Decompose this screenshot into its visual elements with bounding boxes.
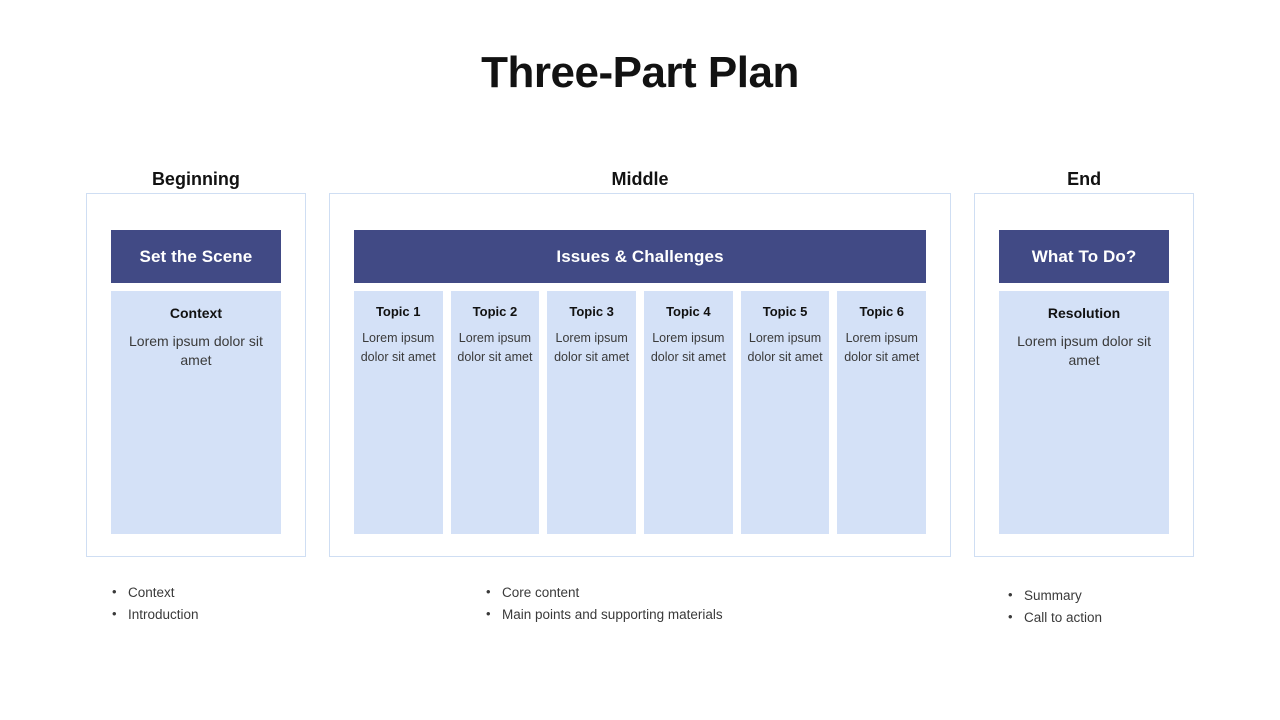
content-panel[interactable]: Topic 1 Lorem ipsum dolor sit amet bbox=[353, 291, 443, 534]
panel-body: Lorem ipsum dolor sit amet bbox=[457, 331, 533, 364]
section-inner-end: What To Do? Resolution Lorem ipsum dolor… bbox=[999, 230, 1169, 534]
list-item: Call to action bbox=[1006, 606, 1102, 629]
panel-heading: Topic 1 bbox=[375, 304, 421, 319]
panel-body: Lorem ipsum dolor sit amet bbox=[844, 331, 920, 364]
list-item: Introduction bbox=[110, 603, 199, 626]
list-item: Context bbox=[110, 581, 199, 604]
content-panel[interactable]: Topic 5 Lorem ipsum dolor sit amet bbox=[740, 291, 830, 534]
content-panel[interactable]: Resolution Lorem ipsum dolor sit amet bbox=[999, 291, 1169, 534]
section-middle: Middle Issues & Challenges Topic 1 Lorem… bbox=[328, 169, 952, 557]
section-banner-end[interactable]: What To Do? bbox=[999, 230, 1169, 283]
panel-body: Lorem ipsum dolor sit amet bbox=[554, 331, 630, 364]
content-panel[interactable]: Topic 6 Lorem ipsum dolor sit amet bbox=[837, 291, 927, 534]
panel-body: Lorem ipsum dolor sit amet bbox=[1017, 333, 1151, 368]
panel-heading: Topic 3 bbox=[569, 304, 614, 319]
panel-row-end: Resolution Lorem ipsum dolor sit amet bbox=[999, 291, 1169, 534]
bullet-list-beginning: Context Introduction bbox=[110, 581, 199, 626]
panel-body: Lorem ipsum dolor sit amet bbox=[360, 331, 436, 364]
panel-row-beginning: Context Lorem ipsum dolor sit amet bbox=[111, 291, 281, 534]
panel-row-middle: Topic 1 Lorem ipsum dolor sit amet Topic… bbox=[353, 291, 927, 534]
panel-heading: Resolution bbox=[1047, 305, 1121, 321]
panel-body: Lorem ipsum dolor sit amet bbox=[747, 331, 823, 364]
sections-container: Beginning Set the Scene Context Lorem ip… bbox=[86, 169, 1194, 557]
section-label-beginning: Beginning bbox=[135, 169, 256, 189]
list-item: Main points and supporting materials bbox=[484, 603, 723, 626]
panel-heading: Topic 5 bbox=[762, 304, 808, 319]
panel-heading: Topic 2 bbox=[472, 304, 518, 319]
section-inner-middle: Issues & Challenges Topic 1 Lorem ipsum … bbox=[353, 230, 927, 534]
bullet-list-end: Summary Call to action bbox=[1006, 584, 1102, 629]
bullet-list-middle: Core content Main points and supporting … bbox=[484, 581, 723, 626]
content-panel[interactable]: Topic 2 Lorem ipsum dolor sit amet bbox=[450, 291, 540, 534]
content-panel[interactable]: Topic 4 Lorem ipsum dolor sit amet bbox=[643, 291, 733, 534]
list-item: Core content bbox=[484, 581, 723, 604]
panel-body: Lorem ipsum dolor sit amet bbox=[129, 333, 263, 368]
section-banner-beginning[interactable]: Set the Scene bbox=[111, 230, 281, 283]
section-inner-beginning: Set the Scene Context Lorem ipsum dolor … bbox=[111, 230, 281, 534]
panel-heading: Topic 6 bbox=[859, 304, 905, 319]
section-label-end: End bbox=[1051, 169, 1118, 189]
content-panel[interactable]: Context Lorem ipsum dolor sit amet bbox=[111, 291, 281, 534]
panel-heading: Topic 4 bbox=[666, 304, 711, 319]
section-end: End What To Do? Resolution Lorem ipsum d… bbox=[974, 169, 1194, 557]
panel-body: Lorem ipsum dolor sit amet bbox=[650, 331, 726, 364]
list-item: Summary bbox=[1006, 584, 1102, 607]
section-beginning: Beginning Set the Scene Context Lorem ip… bbox=[86, 169, 306, 557]
page-title: Three-Part Plan bbox=[481, 48, 799, 97]
panel-heading: Context bbox=[169, 305, 222, 321]
content-panel[interactable]: Topic 3 Lorem ipsum dolor sit amet bbox=[547, 291, 636, 534]
section-banner-middle[interactable]: Issues & Challenges bbox=[353, 230, 927, 283]
section-label-middle: Middle bbox=[595, 169, 685, 189]
